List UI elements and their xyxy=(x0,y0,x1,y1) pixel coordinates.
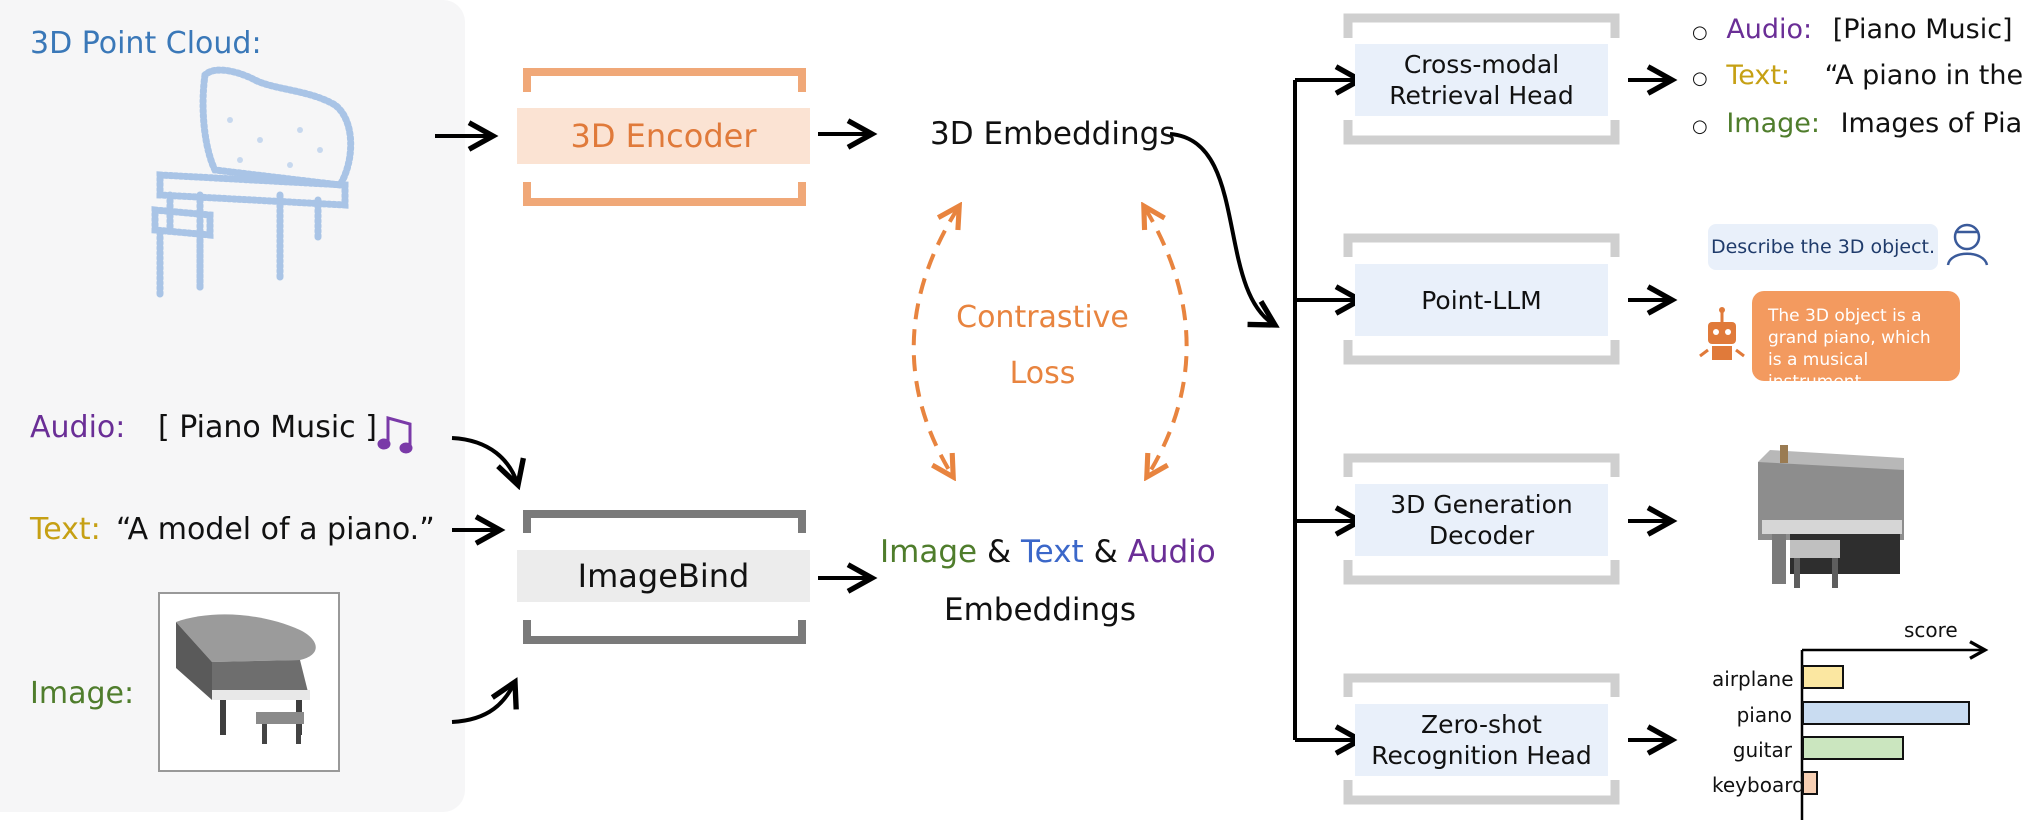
audio-value: [ Piano Music ] xyxy=(158,410,377,445)
bullet-icon: ○ xyxy=(1692,22,1708,43)
multimodal-embeddings-title: Image & Text & Audio xyxy=(880,534,1216,570)
imagebind-label: ImageBind xyxy=(577,557,750,595)
bar-keyboard xyxy=(1802,771,1818,795)
point-cloud-piano-icon xyxy=(151,66,355,299)
multimodal-embeddings-word: Embeddings xyxy=(944,592,1136,628)
retrieval-text-item: ○ Text: “A piano in the …” xyxy=(1692,60,2022,91)
retrieval-head-bracket xyxy=(1343,13,1620,145)
imagebind-bracket xyxy=(523,510,806,644)
retrieval-audio-item: ○ Audio: [Piano Music] xyxy=(1692,14,2013,45)
robot-icon xyxy=(1699,307,1745,360)
emb-image-word: Image xyxy=(880,534,978,570)
bar-airplane xyxy=(1802,665,1844,689)
music-note-icon xyxy=(377,416,413,454)
contrastive-arc-right xyxy=(1145,208,1189,475)
retrieval-audio-label: Audio: xyxy=(1726,14,1813,45)
bullet-icon: ○ xyxy=(1692,68,1708,89)
bar-label-piano: piano xyxy=(1736,703,1792,727)
retrieval-image-item: ○ Image: Images of Piano xyxy=(1692,108,2022,139)
point-cloud-label: 3D Point Cloud: xyxy=(30,26,262,61)
emb-text-word: Text xyxy=(1021,534,1084,570)
bar-label-keyboard: keyboard xyxy=(1712,773,1805,797)
recognition-head-bracket xyxy=(1343,673,1620,805)
audio-label: Audio: xyxy=(30,410,126,445)
embeddings-3d-label: 3D Embeddings xyxy=(930,116,1176,152)
retrieval-image-label: Image: xyxy=(1726,108,1820,139)
contrastive-loss-line2: Loss xyxy=(1009,356,1076,391)
bullet-icon: ○ xyxy=(1692,116,1708,137)
bar-label-guitar: guitar xyxy=(1732,738,1792,762)
bar-guitar xyxy=(1802,736,1904,760)
text-value: “A model of a piano.” xyxy=(116,512,435,547)
chat-question: Describe the 3D object. xyxy=(1708,224,1938,270)
retrieval-head: Cross-modal Retrieval Head xyxy=(1355,44,1608,116)
generation-head-bracket xyxy=(1343,453,1620,585)
contrastive-loss-line1: Contrastive xyxy=(956,300,1129,335)
chart-xlabel: score xyxy=(1904,618,1958,642)
image-label: Image: xyxy=(30,676,135,711)
pointllm-head: Point-LLM xyxy=(1355,264,1608,336)
score-bars xyxy=(1802,665,1970,795)
bar-label-airplane: airplane xyxy=(1712,667,1794,691)
contrastive-arc-left xyxy=(911,208,958,475)
bar-piano xyxy=(1802,701,1970,725)
encoder-3d-label: 3D Encoder xyxy=(570,117,757,155)
encoder-3d-bracket xyxy=(523,68,806,206)
retrieval-text-label: Text: xyxy=(1726,60,1791,91)
generated-piano-icon xyxy=(1758,445,1904,588)
retrieval-image-value: Images of Piano xyxy=(1840,108,2022,139)
emb-amp-2: & xyxy=(1093,534,1118,570)
generation-head: 3D Generation Decoder xyxy=(1355,484,1608,556)
text-label: Text: xyxy=(30,512,101,547)
retrieval-audio-value: [Piano Music] xyxy=(1832,14,2013,45)
emb-audio-word: Audio xyxy=(1127,534,1216,570)
emb-amp-1: & xyxy=(986,534,1012,570)
retrieval-text-value: “A piano in the …” xyxy=(1824,60,2022,91)
chat-answer: The 3D object is a grand piano, which is… xyxy=(1752,291,1960,392)
user-icon xyxy=(1946,223,1989,266)
grand-piano-image xyxy=(176,614,316,744)
pointllm-head-bracket xyxy=(1343,233,1620,365)
recognition-head: Zero-shot Recognition Head xyxy=(1355,704,1608,776)
